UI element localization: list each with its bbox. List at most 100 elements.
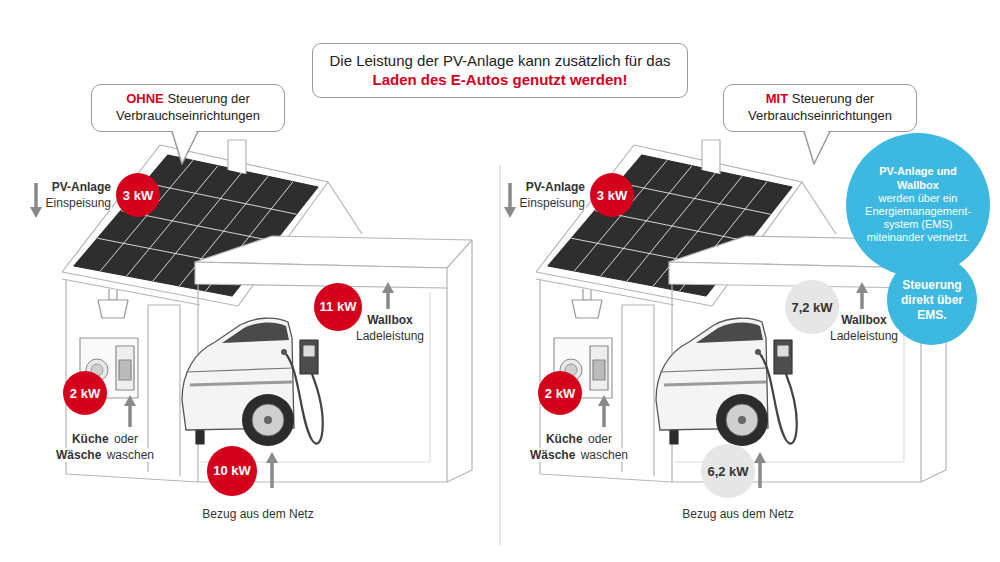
node-text: MIT [766,91,788,106]
flow-arrow [754,452,766,488]
annotation-label: PV-Anlage [51,180,112,194]
value-circle: 2 kW [63,371,107,415]
arrow-shaft [508,183,512,207]
node-text: 3 kW [597,188,627,203]
label-line: Ladeleistung [829,329,899,345]
annotation-label: Einspeisung [519,196,586,210]
oven [116,346,134,390]
label-group: KücheoderWäschewaschen [529,432,629,463]
node-text: 7,2 kW [791,300,832,315]
fascia-line [536,279,674,305]
car-light-strip [664,382,766,385]
annotation-label: oder [113,432,139,446]
flow-arrow [856,282,868,309]
annotation-label: oder [587,432,613,446]
panel-grid [145,183,297,215]
value-circle: 3 kW [590,173,634,217]
text-wrap: OHNESteuerung der Verbrauchseinrichtunge… [102,91,274,125]
label-line: Wäsche waschen [529,448,629,464]
garage-slab [195,262,447,288]
kitchen-hood [572,300,602,318]
arrow-shaft [270,463,274,488]
speech-bubble: MITSteuerung der Verbrauchseinrichtungen [723,84,917,132]
bubble-tail-fill [804,128,830,164]
text-wrap: 2 kW [70,386,100,401]
value-circle: 10 kW [207,446,257,496]
gable-line [802,182,836,234]
divider-line [500,165,501,545]
annotation-label: Ladeleistung [355,329,425,343]
node-text: Steuerung direkt über EMS. [895,278,969,323]
label-line: Bezug aus dem Netz [681,507,794,523]
value-circle: 11 kW [314,283,363,332]
bubble-tail-outline [804,131,830,164]
label-line: PV-Anlage [519,180,586,196]
car-rim [252,404,284,436]
label-group: WallboxLadeleistung [829,313,899,344]
value-circle: 6,2 kW [701,444,754,497]
label-line: Bezug aus dem Netz [201,507,314,523]
value-circle: 3 kW [116,173,160,217]
text-wrap: 10 kW [213,463,251,478]
text-wrap: Die Leistung der PV-Anlage kann zusätzli… [329,51,670,90]
wallbox [774,340,792,374]
bubble-tail [169,128,201,168]
flow-arrow [382,282,394,309]
info-circle: Steuerung direkt über EMS. [887,255,977,345]
annotation-label: Wallbox [840,313,888,327]
node-text: 3 kW [123,188,153,203]
annotation-label: Bezug aus dem Netz [681,507,794,521]
headline-box: Die Leistung der PV-Anlage kann zusätzli… [312,43,687,98]
node-text: 10 kW [213,463,251,478]
label-group: PV-AnlageEinspeisung [519,180,586,211]
chimney [702,140,720,174]
car-rim [726,404,758,436]
annotation-label: waschen [106,448,155,462]
hood-pipe [109,289,117,300]
hood-pipe [583,289,591,300]
annotation-label: Wäsche [529,448,576,462]
label-line: Kücheoder [529,432,629,448]
label-group: Bezug aus dem Netz [201,507,314,523]
car-wheel [242,394,294,446]
car-belt-line [186,368,293,372]
oven [590,346,608,390]
speech-bubble: OHNESteuerung der Verbrauchseinrichtunge… [91,84,285,132]
arrow-shaft [602,406,606,427]
annotation-label: Küche [545,432,584,446]
label-line: Kücheoder [55,432,155,448]
node-text: Die Leistung der PV-Anlage kann zusätzli… [329,51,670,71]
car-hub [264,416,272,424]
node-text: PV-Anlage und Wallbox [860,165,976,191]
text-wrap: 6,2 kW [707,464,748,479]
car-rear-window [696,322,763,343]
label-group: KücheoderWäschewaschen [55,432,155,463]
oven-window [593,360,605,380]
bubble-tail [801,128,833,168]
arrow-shaft [758,463,762,488]
car-wheel [716,394,768,446]
wallbox [300,340,318,374]
annotation-label: PV-Anlage [525,180,586,194]
gable-line [328,182,362,234]
node-text: 11 kW [320,299,357,314]
arrow-head [504,207,516,218]
label-group: Bezug aus dem Netz [681,507,794,523]
arrow-shaft [386,293,390,309]
arrow-head [382,282,394,293]
node-text: 2 kW [70,386,100,401]
label-line: Einspeisung [519,196,586,212]
fascia-line [62,279,200,305]
text-wrap: 7,2 kW [791,300,832,315]
flow-arrow [30,183,42,218]
kitchen-hood [98,300,128,318]
annotation-label: waschen [580,448,629,462]
label-line: Ladeleistung [355,329,425,345]
label-line: Wallbox [355,313,425,329]
value-circle: 2 kW [538,371,582,415]
info-circle: PV-Anlage und Wallboxwerden über ein Ene… [846,133,990,277]
label-line: Einspeisung [45,196,112,212]
label-line: Wäschewaschen [55,448,155,464]
chimney [228,140,246,174]
node-text: Laden des E-Autos genutzt werden! [329,70,670,90]
